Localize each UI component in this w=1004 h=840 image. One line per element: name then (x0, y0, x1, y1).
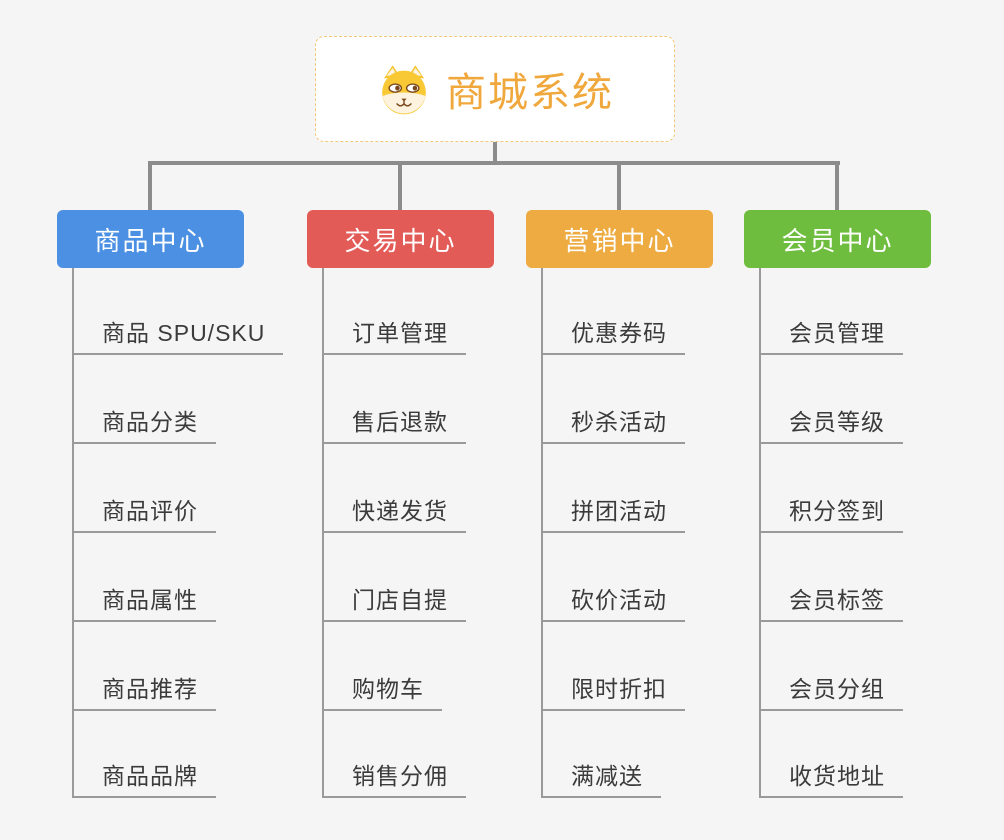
trunk-line-trade-center (322, 268, 324, 798)
child-node[interactable]: 会员标签 (759, 580, 903, 622)
child-node[interactable]: 商品 SPU/SKU (72, 313, 284, 355)
child-node[interactable]: 购物车 (322, 669, 442, 711)
connector-root-stub (493, 142, 497, 163)
child-node[interactable]: 会员管理 (759, 313, 903, 355)
child-node[interactable]: 积分签到 (759, 491, 903, 533)
child-node[interactable]: 收货地址 (759, 756, 903, 798)
root-node[interactable]: 商城系统 (315, 36, 675, 142)
child-node[interactable]: 销售分佣 (322, 756, 466, 798)
connector-drop-1 (148, 161, 152, 210)
branch-label: 交易中心 (344, 225, 457, 256)
branch-node-product-center[interactable]: 商品中心 (57, 210, 244, 268)
branch-node-member-center[interactable]: 会员中心 (744, 210, 931, 268)
child-node[interactable]: 商品属性 (72, 580, 216, 622)
child-node[interactable]: 商品品牌 (72, 756, 216, 798)
trunk-line-member-center (759, 268, 761, 798)
child-node[interactable]: 拼团活动 (541, 491, 685, 533)
child-node[interactable]: 秒杀活动 (541, 402, 685, 444)
child-node[interactable]: 满减送 (541, 756, 661, 798)
child-node[interactable]: 会员分组 (759, 669, 903, 711)
connector-bar (148, 161, 840, 165)
child-node[interactable]: 快递发货 (322, 491, 466, 533)
trunk-line-product-center (72, 268, 74, 798)
child-node[interactable]: 商品推荐 (72, 669, 216, 711)
branch-label: 会员中心 (781, 225, 894, 256)
child-node[interactable]: 商品分类 (72, 402, 216, 444)
child-node[interactable]: 限时折扣 (541, 669, 685, 711)
child-node[interactable]: 商品评价 (72, 491, 216, 533)
connector-drop-4 (835, 161, 839, 210)
child-node[interactable]: 售后退款 (322, 402, 466, 444)
child-node[interactable]: 订单管理 (322, 313, 466, 355)
child-node[interactable]: 优惠券码 (541, 313, 685, 355)
child-node[interactable]: 门店自提 (322, 580, 466, 622)
branch-node-marketing-center[interactable]: 营销中心 (526, 210, 713, 268)
branch-label: 商品中心 (94, 225, 207, 256)
dog-face-icon (382, 65, 426, 115)
connector-drop-3 (617, 161, 621, 210)
trunk-line-marketing-center (541, 268, 543, 798)
branch-node-trade-center[interactable]: 交易中心 (307, 210, 494, 268)
root-title: 商城系统 (446, 71, 614, 115)
child-node[interactable]: 会员等级 (759, 402, 903, 444)
connector-drop-2 (398, 161, 402, 210)
branch-label: 营销中心 (563, 225, 676, 256)
child-node[interactable]: 砍价活动 (541, 580, 685, 622)
